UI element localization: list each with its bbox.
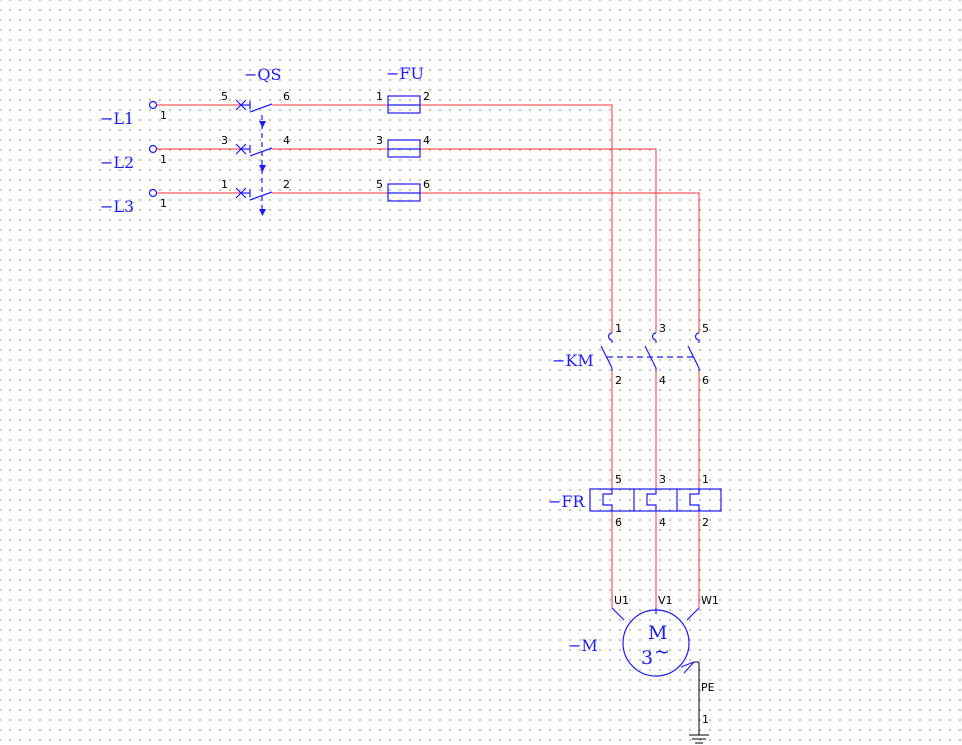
km-pin-top-1: 1 (615, 322, 622, 335)
motor-symbol-phases: 3 (641, 647, 653, 669)
wire-fu-km-3 (420, 192, 700, 333)
km-label: −KM (552, 351, 594, 370)
motor-terminal-v1: V1 (658, 594, 673, 607)
terminal-l3[interactable] (148, 188, 158, 198)
qs-pin-out-1: 6 (283, 90, 290, 103)
pin-l3: 1 (160, 197, 167, 210)
km-pin-top-3: 5 (702, 322, 709, 335)
terminal-l2[interactable] (148, 144, 158, 154)
wire-fu-km-1 (420, 104, 613, 333)
qs-disconnect-switch[interactable]: −QS 5 3 1 6 4 2 (221, 65, 290, 216)
wire-fu-km-2 (420, 148, 657, 333)
fr-pin-top-3: 1 (702, 473, 709, 486)
fr-pin-bottom-3: 2 (702, 516, 709, 529)
qs-pin-in-1: 5 (221, 90, 228, 103)
km-pin-bottom-2: 4 (659, 374, 666, 387)
qs-pin-in-2: 3 (221, 134, 228, 147)
km-pin-bottom-3: 6 (702, 374, 709, 387)
qs-pin-out-3: 2 (283, 178, 290, 191)
motor-terminal-w1: W1 (701, 594, 719, 607)
fr-pin-bottom-1: 6 (615, 516, 622, 529)
fr-label: −FR (548, 492, 586, 511)
fu-fuses[interactable]: −FU 1 3 5 2 4 6 (376, 64, 430, 202)
qs-label: −QS (244, 65, 281, 84)
fr-pin-bottom-2: 4 (659, 516, 666, 529)
motor-m[interactable]: −M U1 V1 W1 M 3 ~ PE 1 (568, 594, 719, 744)
fu-pin-out-1: 2 (423, 90, 430, 103)
line-label-l3: −L3 (100, 197, 134, 216)
km-pin-bottom-1: 2 (615, 374, 622, 387)
wiring (157, 104, 700, 608)
fu-pin-in-1: 1 (376, 90, 383, 103)
line-label-l2: −L2 (100, 153, 134, 172)
km-contactor[interactable]: −KM 1 3 5 2 4 6 (552, 322, 709, 387)
motor-symbol-ac: ~ (654, 641, 670, 663)
fu-pin-out-3: 6 (423, 178, 430, 191)
qs-pin-out-2: 4 (283, 134, 290, 147)
line-label-l1: −L1 (100, 109, 134, 128)
motor-symbol-m: M (648, 622, 667, 644)
pin-l2: 1 (160, 153, 167, 166)
fu-label: −FU (386, 64, 424, 83)
motor-terminal-u1: U1 (614, 594, 629, 607)
km-pin-top-2: 3 (659, 322, 666, 335)
fr-pin-top-2: 3 (659, 473, 666, 486)
qs-pin-in-3: 1 (221, 178, 228, 191)
terminal-l1[interactable] (148, 100, 158, 110)
fr-thermal-relay[interactable]: −FR 5 3 1 6 4 2 (548, 473, 722, 529)
pe-pin: 1 (702, 713, 709, 726)
pe-label: PE (701, 681, 715, 694)
pin-l1: 1 (160, 109, 167, 122)
motor-symbol-circle (622, 609, 690, 677)
fu-pin-out-2: 4 (423, 134, 430, 147)
fr-pin-top-1: 5 (615, 473, 622, 486)
fu-pin-in-3: 5 (376, 178, 383, 191)
ground-icon (689, 734, 709, 744)
motor-label: −M (568, 636, 598, 655)
fu-pin-in-2: 3 (376, 134, 383, 147)
